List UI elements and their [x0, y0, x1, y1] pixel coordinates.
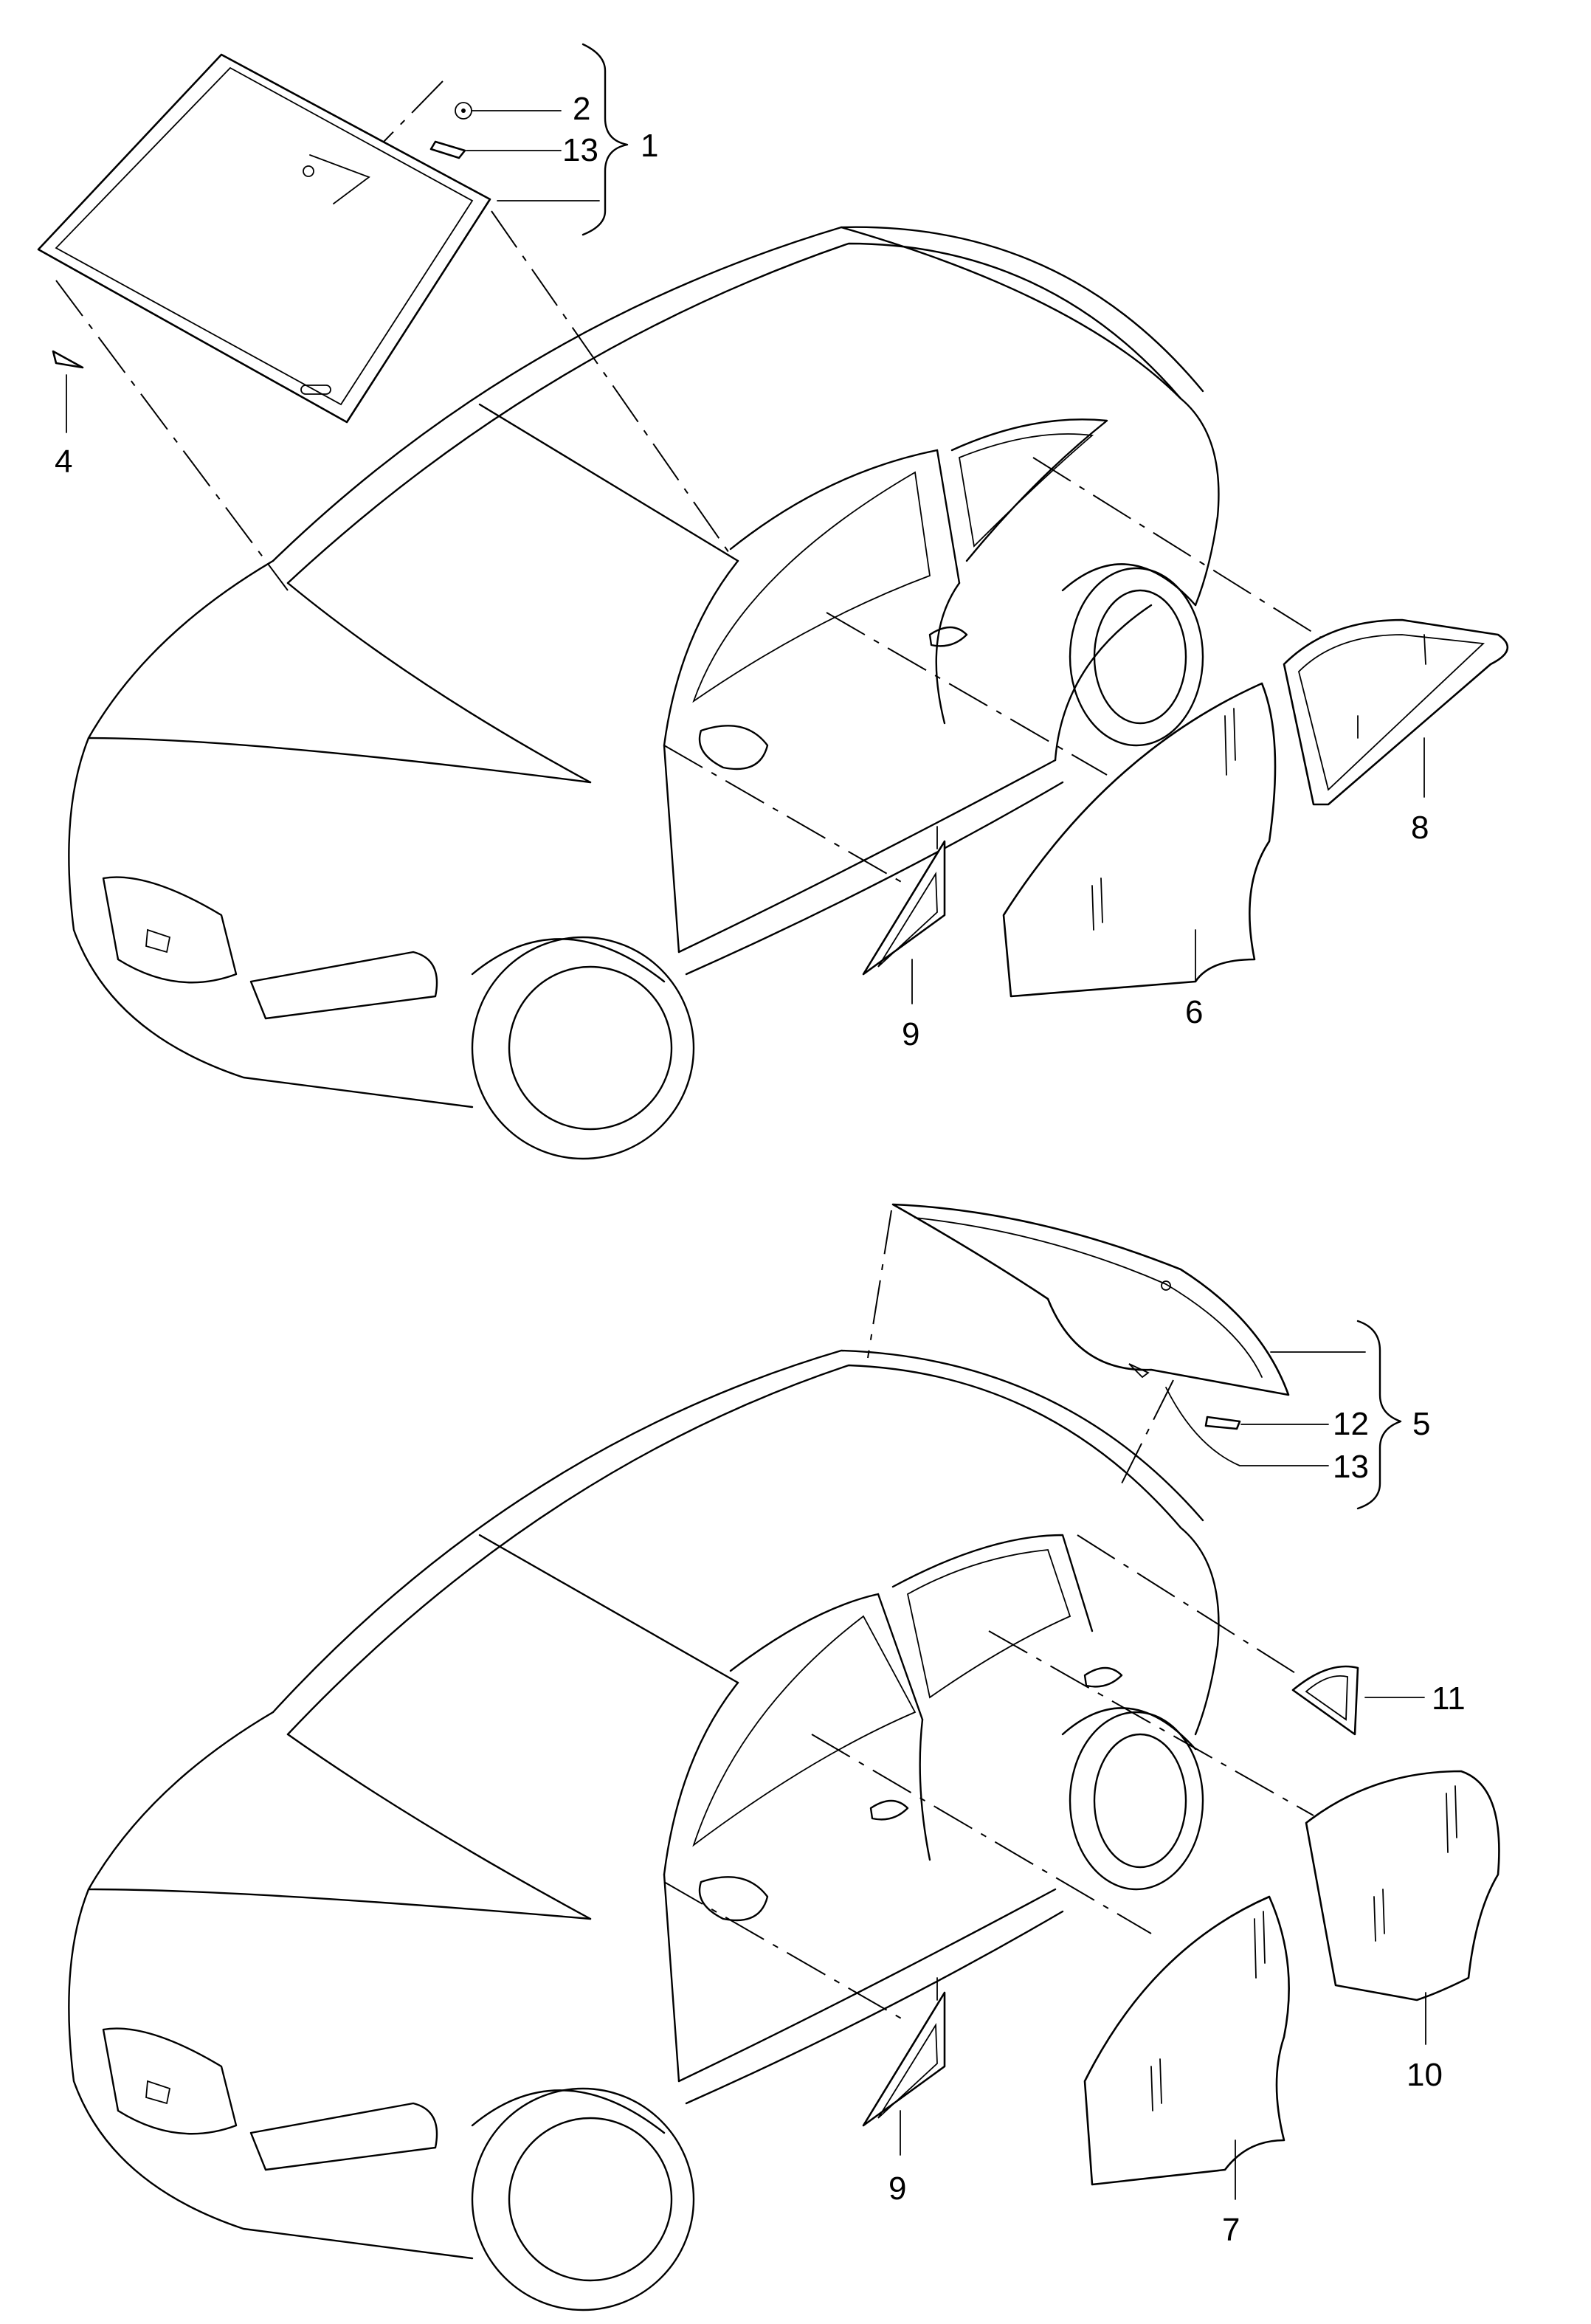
bottom-view-five-door: 5 12 13 11 10 7 9	[68, 1203, 1500, 2311]
rain-sensor-part[interactable]	[455, 102, 472, 120]
callout-label: 10	[1407, 2057, 1443, 2093]
callout-label: 1	[641, 128, 658, 164]
clip-part-12[interactable]	[1204, 1416, 1241, 1430]
callout-label: 5	[1412, 1406, 1430, 1442]
triangle-glass-part-11[interactable]	[1291, 1665, 1359, 1736]
front-door-glass-part-7[interactable]	[1083, 1895, 1290, 2186]
callout-label: 2	[573, 91, 590, 127]
door-glass-part-6[interactable]	[1002, 682, 1277, 998]
callout-label: 4	[55, 444, 72, 480]
car-three-door	[68, 226, 1220, 1160]
windshield-part[interactable]	[37, 53, 491, 424]
callout-label: 8	[1411, 810, 1429, 846]
callout-label: 6	[1185, 994, 1203, 1030]
triangle-glass-part-9[interactable]	[862, 826, 946, 976]
quarter-glass-part-8[interactable]	[1283, 618, 1509, 806]
callout-label: 9	[888, 2170, 906, 2207]
callout-label: 7	[1222, 2212, 1240, 2248]
rear-door-glass-part-10[interactable]	[1305, 1770, 1500, 2001]
clip-part-13[interactable]	[429, 140, 466, 159]
callout-label: 12	[1333, 1406, 1369, 1442]
top-view-three-door: 1 2 13 4 6 8 9	[37, 43, 1509, 1160]
callout-label: 13	[1333, 1449, 1369, 1485]
callout-label: 13	[562, 132, 598, 168]
wedge-part-4[interactable]	[52, 350, 84, 369]
car-five-door	[68, 1349, 1220, 2311]
triangle-glass-part-9-bottom[interactable]	[862, 1977, 946, 2127]
callout-label: 11	[1432, 1680, 1466, 1717]
callout-label: 9	[902, 1016, 919, 1052]
rear-window-part-5[interactable]	[891, 1203, 1290, 1396]
